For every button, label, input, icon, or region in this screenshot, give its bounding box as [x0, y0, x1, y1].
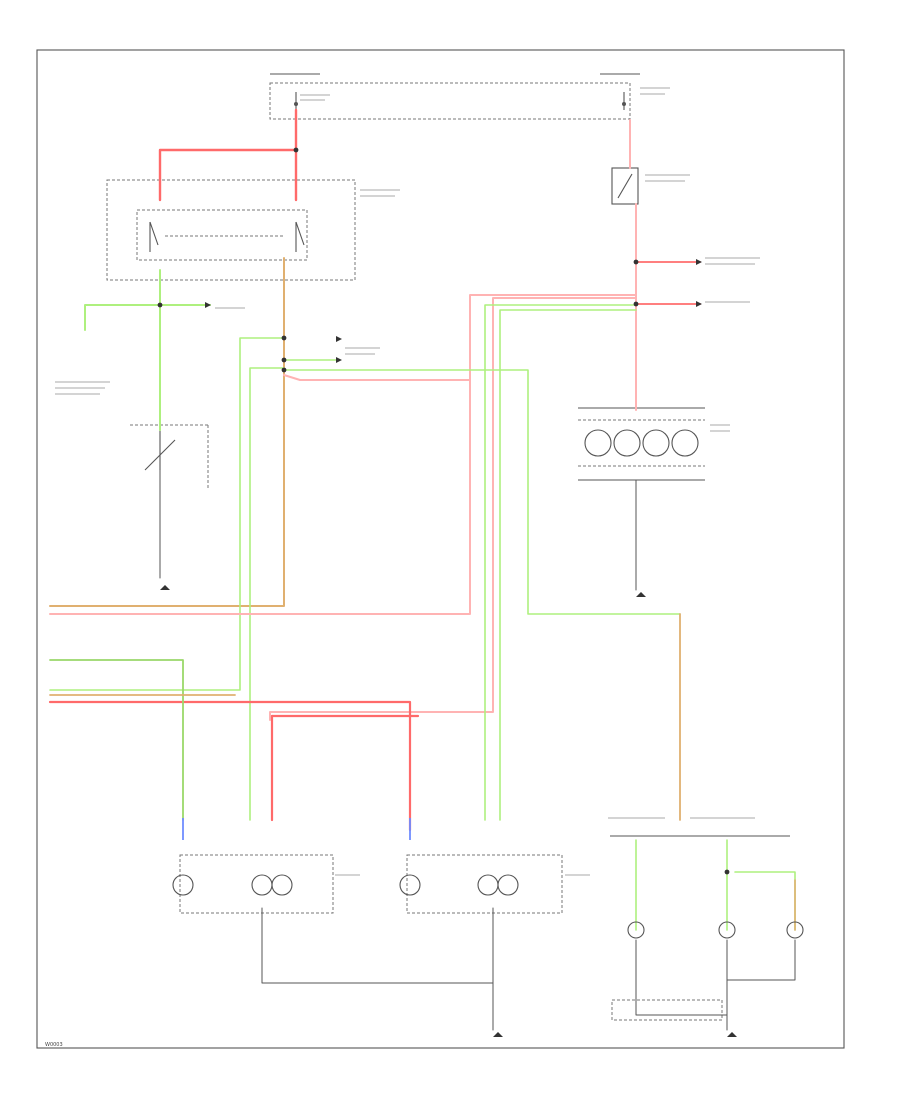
- wire-green-left-lamp: [49, 659, 236, 821]
- headlight-switch-box: [106, 179, 356, 281]
- wire-green-right: [283, 304, 681, 821]
- right-tail-lamp-assembly: [399, 854, 563, 914]
- ground-wires: [159, 469, 796, 1031]
- wire-green-mid: [49, 337, 341, 821]
- footer-label: W0003: [45, 1042, 63, 1048]
- license-lamp-assembly: [610, 835, 804, 1021]
- wire-green-ignition: [84, 269, 211, 431]
- illegible-labels: [55, 87, 760, 876]
- left-tail-lamp-assembly: [172, 854, 334, 914]
- relay-switch: [611, 167, 639, 205]
- lamp-cluster: [578, 407, 705, 481]
- diagram-frame: [36, 49, 845, 1049]
- wire-red-long: [48, 294, 637, 832]
- wire-tan-switch: [49, 257, 285, 607]
- wire-red-top: [158, 108, 298, 202]
- wire-rear-right: [635, 839, 796, 931]
- ignition-switch: [130, 424, 210, 488]
- wire-pink-main: [283, 119, 701, 411]
- wire-blue-stubs: [182, 818, 411, 840]
- fuse-box: [269, 73, 640, 120]
- connector-dots: [157, 147, 737, 1037]
